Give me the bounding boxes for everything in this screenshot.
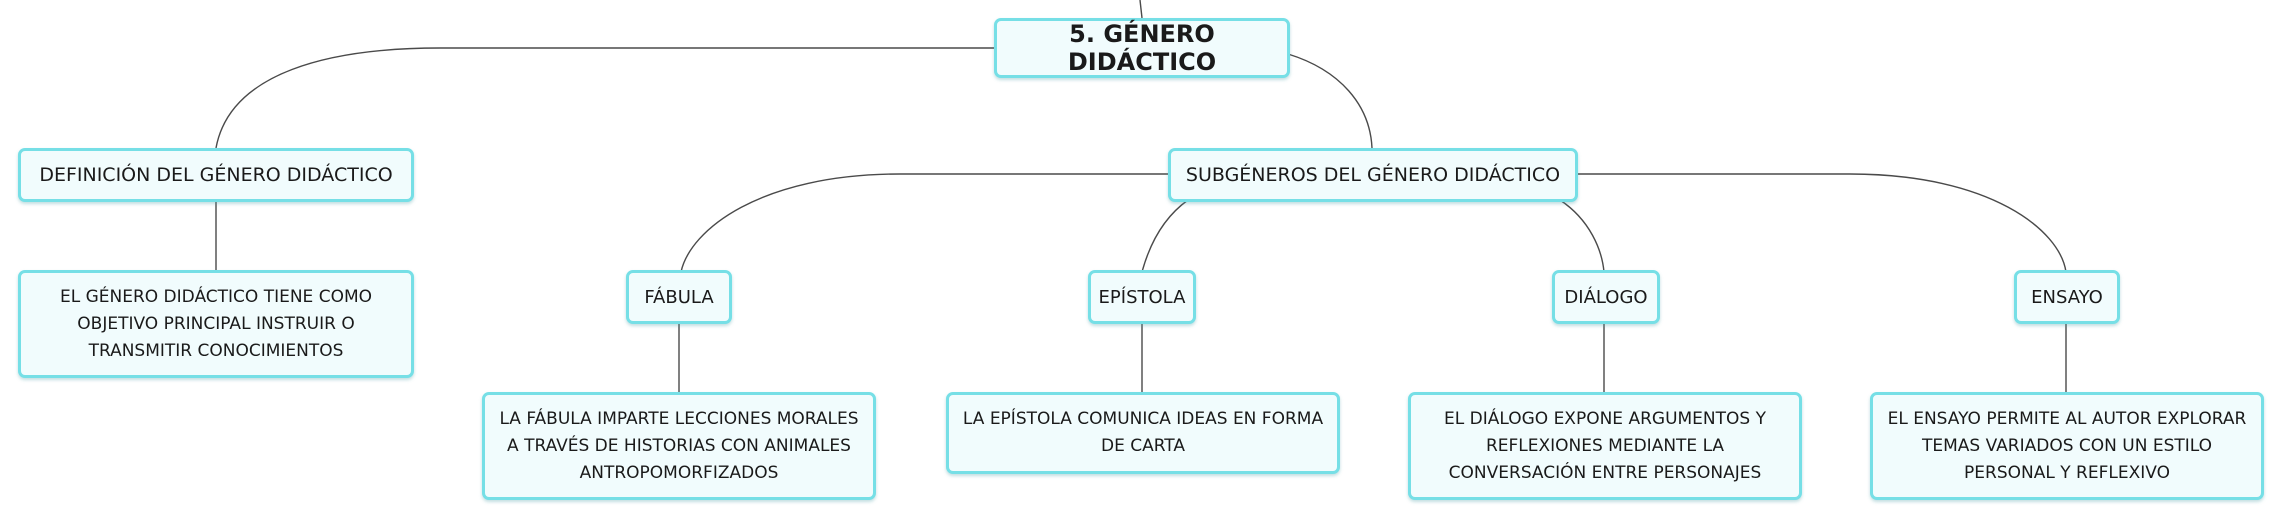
connector-root-parent (1139, 0, 1143, 19)
root-topic-node[interactable]: 5. GÉNERO DIDÁCTICO (994, 18, 1290, 78)
subgenre-ensayo-description-node[interactable]: EL ENSAYO PERMITE AL AUTOR EXPLORAR TEMA… (1870, 392, 2264, 500)
subgenre-dialogo-description-text: EL DIÁLOGO EXPONE ARGUMENTOS Y REFLEXION… (1444, 408, 1766, 483)
subgenre-epistola-label: EPÍSTOLA (1098, 286, 1186, 308)
definition-description-node[interactable]: EL GÉNERO DIDÁCTICO TIENE COMO OBJETIVO … (18, 270, 414, 378)
definition-topic-label: DEFINICIÓN DEL GÉNERO DIDÁCTICO (39, 164, 393, 186)
connector-subgenres-ensayo (1576, 173, 2067, 273)
subgenre-dialogo-label: DIÁLOGO (1564, 286, 1648, 308)
subgenre-fabula-description-text: LA FÁBULA IMPARTE LECCIONES MORALES A TR… (499, 408, 859, 483)
definition-topic-node[interactable]: DEFINICIÓN DEL GÉNERO DIDÁCTICO (18, 148, 414, 202)
definition-description-text: EL GÉNERO DIDÁCTICO TIENE COMO OBJETIVO … (59, 286, 373, 361)
subgenre-epistola-description-node[interactable]: LA EPÍSTOLA COMUNICA IDEAS EN FORMA DE C… (946, 392, 1340, 474)
connector-subgenres-dialogo (1559, 199, 1605, 273)
subgenre-fabula-description-node[interactable]: LA FÁBULA IMPARTE LECCIONES MORALES A TR… (482, 392, 876, 500)
subgenre-ensayo-description-text: EL ENSAYO PERMITE AL AUTOR EXPLORAR TEMA… (1887, 408, 2247, 483)
subgenre-ensayo-node[interactable]: ENSAYO (2014, 270, 2120, 324)
subgenre-dialogo-node[interactable]: DIÁLOGO (1552, 270, 1660, 324)
subgenre-epistola-description-text: LA EPÍSTOLA COMUNICA IDEAS EN FORMA DE C… (962, 409, 1324, 456)
connector-subgenres-epistola (1141, 199, 1189, 273)
subgenre-dialogo-description-node[interactable]: EL DIÁLOGO EXPONE ARGUMENTOS Y REFLEXION… (1408, 392, 1802, 500)
connector-subgenres-fabula (680, 173, 1170, 273)
subgenre-ensayo-label: ENSAYO (2031, 286, 2103, 308)
subgenre-fabula-label: FÁBULA (644, 286, 714, 308)
subgenre-epistola-node[interactable]: EPÍSTOLA (1088, 270, 1196, 324)
subgenre-fabula-node[interactable]: FÁBULA (626, 270, 732, 324)
connector-root-subgenres (1287, 53, 1373, 149)
connector-root-definition (215, 47, 996, 149)
root-topic-label: 5. GÉNERO DIDÁCTICO (1067, 20, 1217, 76)
subgenres-topic-node[interactable]: SUBGÉNEROS DEL GÉNERO DIDÁCTICO (1168, 148, 1578, 202)
subgenres-topic-label: SUBGÉNEROS DEL GÉNERO DIDÁCTICO (1185, 164, 1561, 186)
